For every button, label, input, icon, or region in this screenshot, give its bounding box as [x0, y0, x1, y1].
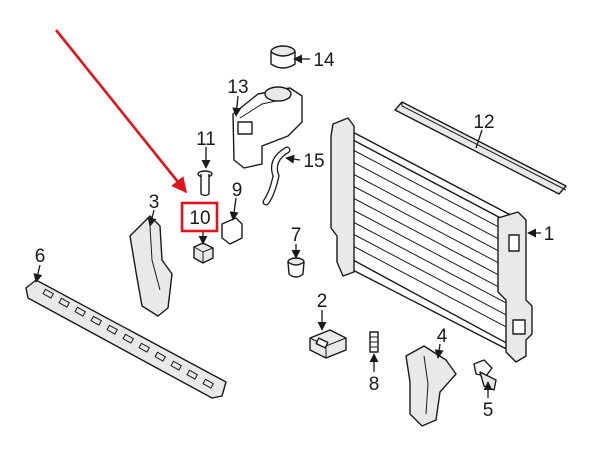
callout-6: 6 [35, 246, 46, 267]
part-8-pin [369, 331, 379, 353]
leader-lines [33, 54, 541, 398]
callout-2: 2 [317, 291, 328, 312]
callout-12: 12 [473, 112, 494, 133]
callout-10: 10 [189, 208, 210, 229]
highlight-box-10 [180, 201, 219, 233]
callout-5: 5 [483, 400, 494, 421]
callout-8: 8 [369, 374, 380, 395]
callout-labels: 11 13 14 15 12 1 3 6 9 10 7 2 8 4 5 [35, 50, 555, 421]
part-4-bracket [405, 345, 457, 427]
part-2-insulator [309, 329, 347, 359]
part-3-air-guide [129, 215, 173, 317]
callout-14: 14 [313, 50, 335, 71]
callout-7: 7 [291, 225, 302, 246]
part-12-seal-strip [394, 101, 567, 195]
part-10-clip [193, 242, 214, 264]
part-13-coolant-reservoir [232, 86, 303, 169]
part-15-hose [262, 146, 291, 206]
callout-11: 11 [196, 129, 216, 150]
callout-3: 3 [149, 192, 160, 213]
part-6-lower-deflector [25, 279, 227, 399]
part-9-bracket [221, 217, 243, 245]
part-11-bolt [197, 170, 213, 197]
callout-4: 4 [437, 326, 448, 347]
part-5-bolt [473, 359, 497, 391]
part-14-reservoir-cap [270, 45, 296, 69]
callout-15: 15 [303, 151, 324, 172]
callout-13: 13 [227, 77, 248, 98]
highlight-pointer-arrow [54, 29, 188, 194]
part-1-radiator [330, 117, 533, 363]
part-7-grommet [287, 257, 305, 278]
callout-1: 1 [544, 224, 555, 245]
callout-9: 9 [232, 180, 243, 201]
